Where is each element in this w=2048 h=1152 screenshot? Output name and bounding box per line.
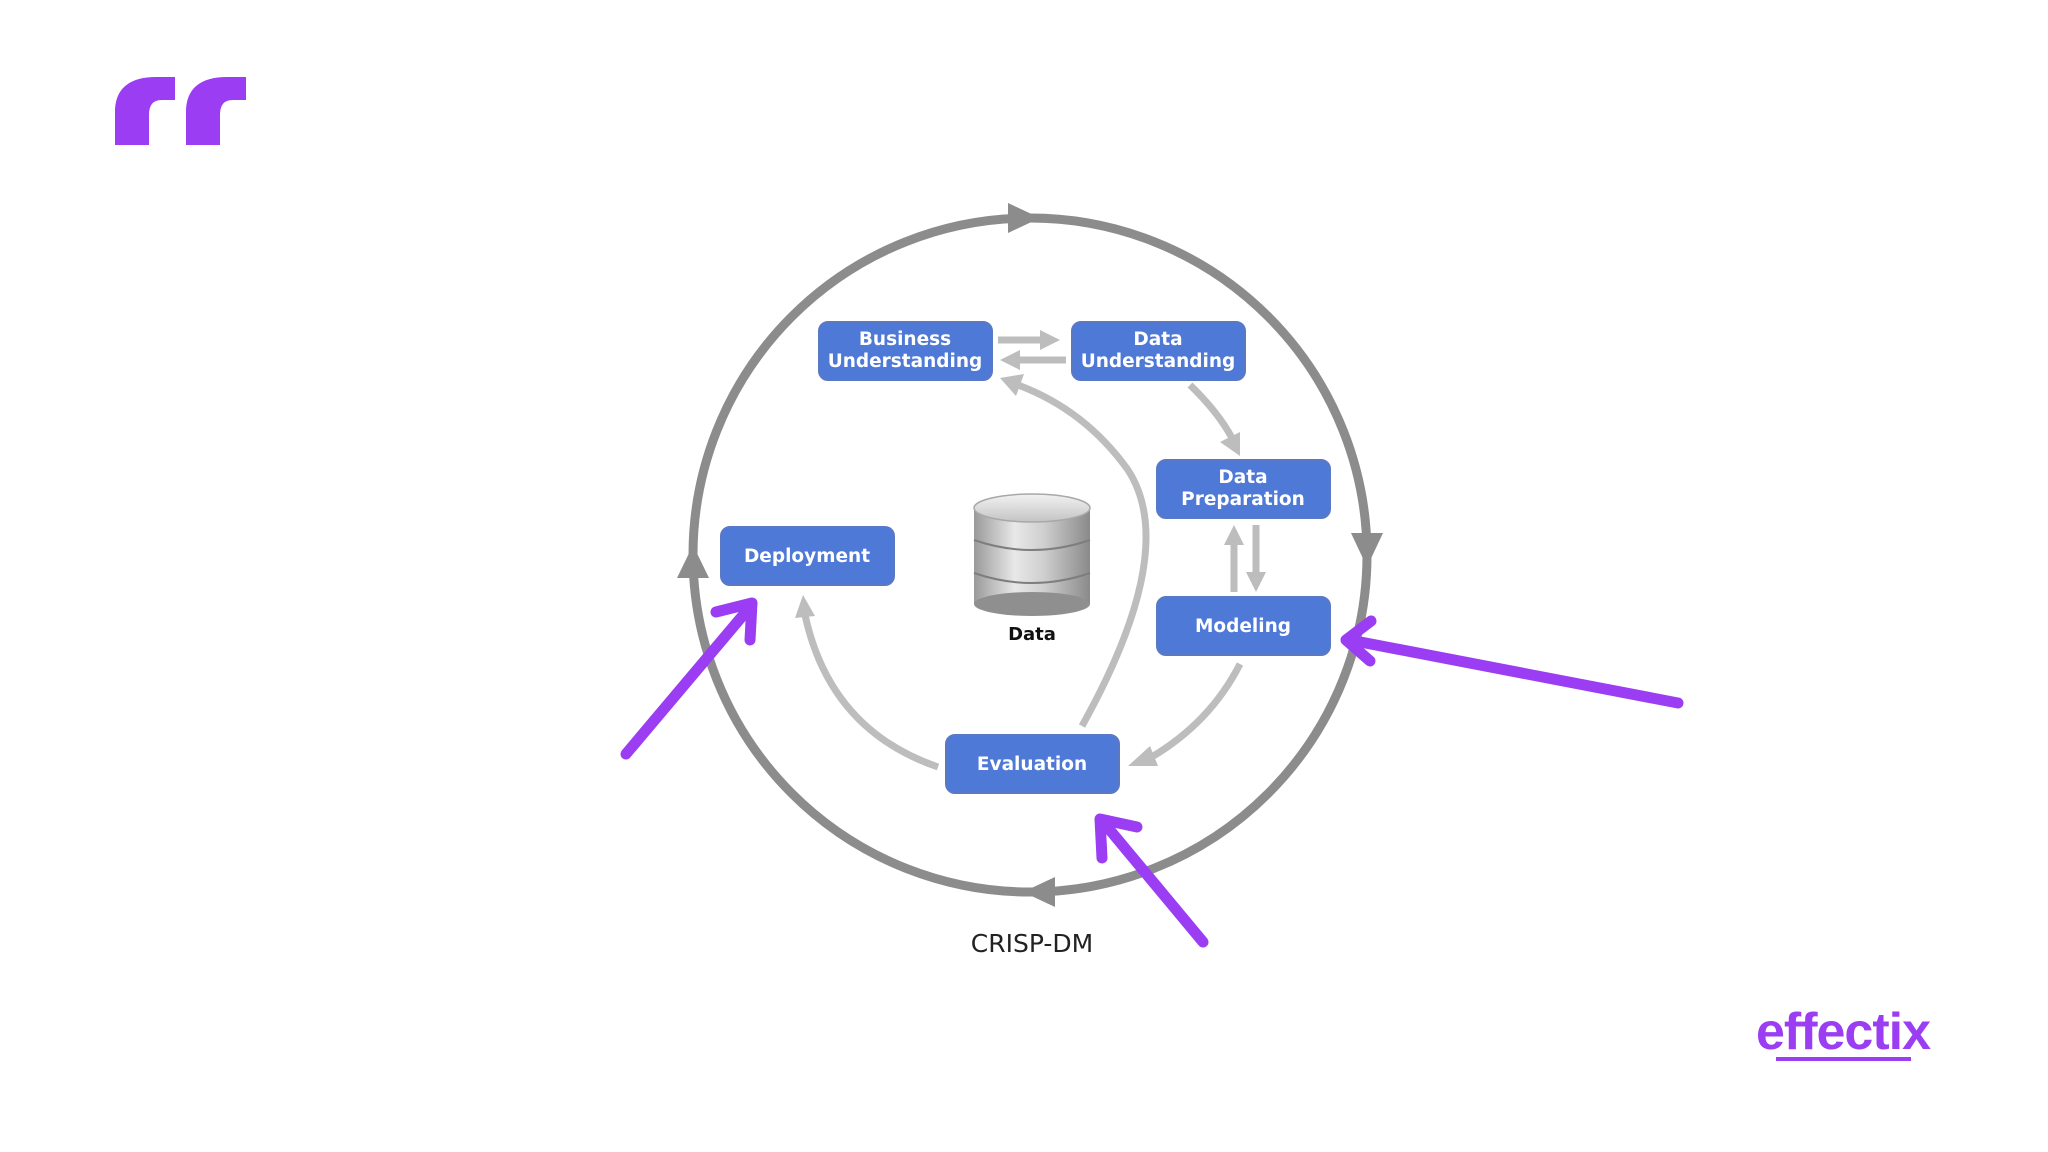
node-label-line: Understanding [828,351,983,372]
node-business-understanding: Business Understanding [818,321,993,381]
cycle-arrowhead-right [1351,533,1383,567]
annotation-arrow-evaluation [1094,813,1209,948]
node-label-line: Evaluation [977,754,1087,775]
arrow-preparation-to-modeling [1246,525,1266,592]
cycle-arrowhead-bottom [1023,877,1055,907]
node-label-line: Preparation [1181,489,1305,510]
diagram-caption: CRISP-DM [971,929,1093,958]
brand-logo-underline [1776,1057,1911,1061]
open-quote-icon [115,77,246,145]
arrow-modeling-to-evaluation [1128,662,1244,766]
arrow-data-understanding-to-preparation [1187,382,1240,456]
database-icon [973,493,1091,616]
arrow-evaluation-to-business [1000,374,1150,728]
node-deployment: Deployment [720,526,895,586]
effectix-logo: effectix [1756,1003,1932,1061]
node-data-understanding: Data Understanding [1071,321,1246,381]
outer-cycle [677,203,1383,907]
node-label-line: Data [1133,329,1182,350]
arrow-data-understanding-to-business [1000,350,1066,370]
cycle-arrowhead-left [677,545,709,578]
annotation-arrows [620,597,1684,948]
node-label-line: Business [859,329,951,350]
node-evaluation: Evaluation [945,734,1120,794]
cycle-arrowhead-top [1008,203,1040,233]
annotation-arrow-modeling [1340,615,1684,709]
arrow-business-to-data-understanding [998,330,1060,350]
node-label-line: Modeling [1195,616,1291,637]
arrow-evaluation-to-deployment [795,595,940,771]
annotation-arrow-deployment [620,597,758,760]
database-label: Data [1008,624,1056,645]
node-label-line: Understanding [1081,351,1236,372]
brand-logo-text: effectix [1756,1003,1931,1061]
inner-arrows [795,330,1266,771]
arrow-modeling-to-preparation [1224,525,1244,592]
node-label-line: Deployment [744,546,870,567]
node-data-preparation: Data Preparation [1156,459,1331,519]
node-label-line: Data [1218,467,1267,488]
node-modeling: Modeling [1156,596,1331,656]
